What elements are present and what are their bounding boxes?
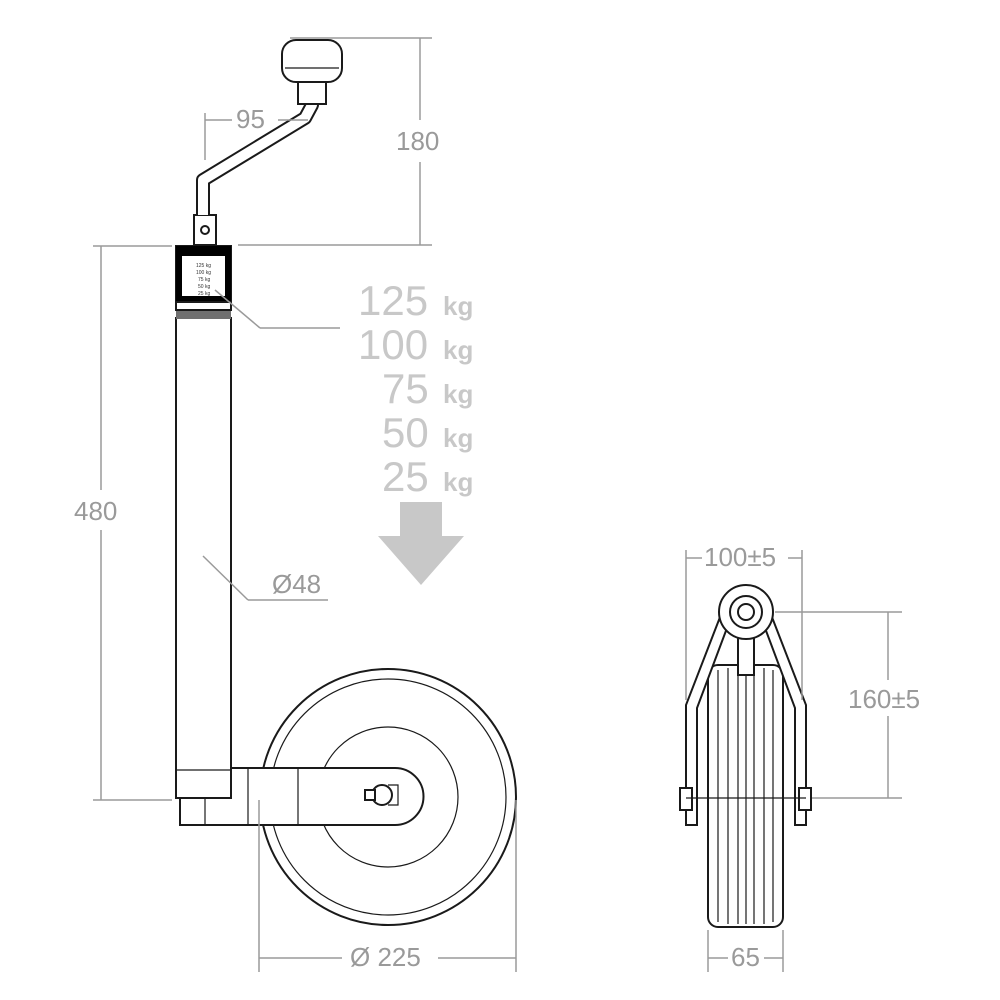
gauge-leader	[214, 289, 261, 329]
crank-handle	[193, 39, 343, 246]
dim-fork-width-label: 100±5	[704, 542, 776, 572]
dim-crank-height-label: 180	[396, 126, 439, 156]
load-row-100: 100 kg	[358, 321, 473, 368]
dim-tube-diameter: Ø48	[202, 555, 328, 601]
load-row-75: 75 kg	[382, 365, 473, 412]
down-arrow-icon	[378, 502, 464, 585]
dim-wheel-diameter: Ø 225	[258, 800, 517, 972]
load-gauge: 125 kg 100 kg 75 kg 50 kg 25 kg	[175, 245, 232, 319]
dim-fork-width: 100±5	[685, 542, 803, 700]
clamp-arm	[179, 767, 425, 826]
load-value-75: 75	[382, 365, 429, 412]
dim-axle-height-label: 160±5	[848, 684, 920, 714]
load-row-125: 125 kg	[358, 277, 473, 324]
dim-tube-length: 480	[74, 245, 172, 801]
dim-tube-length-label: 480	[74, 496, 117, 526]
load-value-125: 125	[358, 277, 428, 324]
load-unit-50: kg	[443, 423, 473, 453]
load-unit-100: kg	[443, 335, 473, 365]
dim-tire-width-label: 65	[731, 942, 760, 972]
front-view: 100±5 160±5 65	[679, 542, 920, 972]
load-row-50: 50 kg	[382, 409, 473, 456]
gauge-label-2: 75 kg	[198, 277, 210, 283]
side-view: 125 kg 100 kg 75 kg 50 kg 25 kg 95	[74, 37, 517, 972]
dim-crank-height: 180	[238, 37, 439, 246]
load-value-50: 50	[382, 409, 429, 456]
gauge-label-1: 100 kg	[196, 270, 211, 276]
load-value-100: 100	[358, 321, 428, 368]
load-value-25: 25	[382, 453, 429, 500]
dim-wheel-diameter-label: Ø 225	[350, 942, 421, 972]
load-scale: 125 kg 100 kg 75 kg 50 kg 25 kg	[358, 277, 473, 585]
load-unit-25: kg	[443, 467, 473, 497]
dim-crank-offset: 95	[204, 104, 308, 160]
gauge-label-4: 25 kg	[198, 291, 210, 297]
load-unit-75: kg	[443, 379, 473, 409]
gauge-label-0: 125 kg	[196, 263, 211, 269]
load-row-25: 25 kg	[382, 453, 473, 500]
main-tube	[175, 317, 232, 799]
dim-tube-diameter-label: Ø48	[272, 569, 321, 599]
load-unit-125: kg	[443, 291, 473, 321]
dim-tire-width: 65	[707, 930, 784, 972]
gauge-label-3: 50 kg	[198, 284, 210, 290]
dim-crank-offset-label: 95	[236, 104, 265, 134]
dim-axle-height: 160±5	[775, 611, 920, 799]
